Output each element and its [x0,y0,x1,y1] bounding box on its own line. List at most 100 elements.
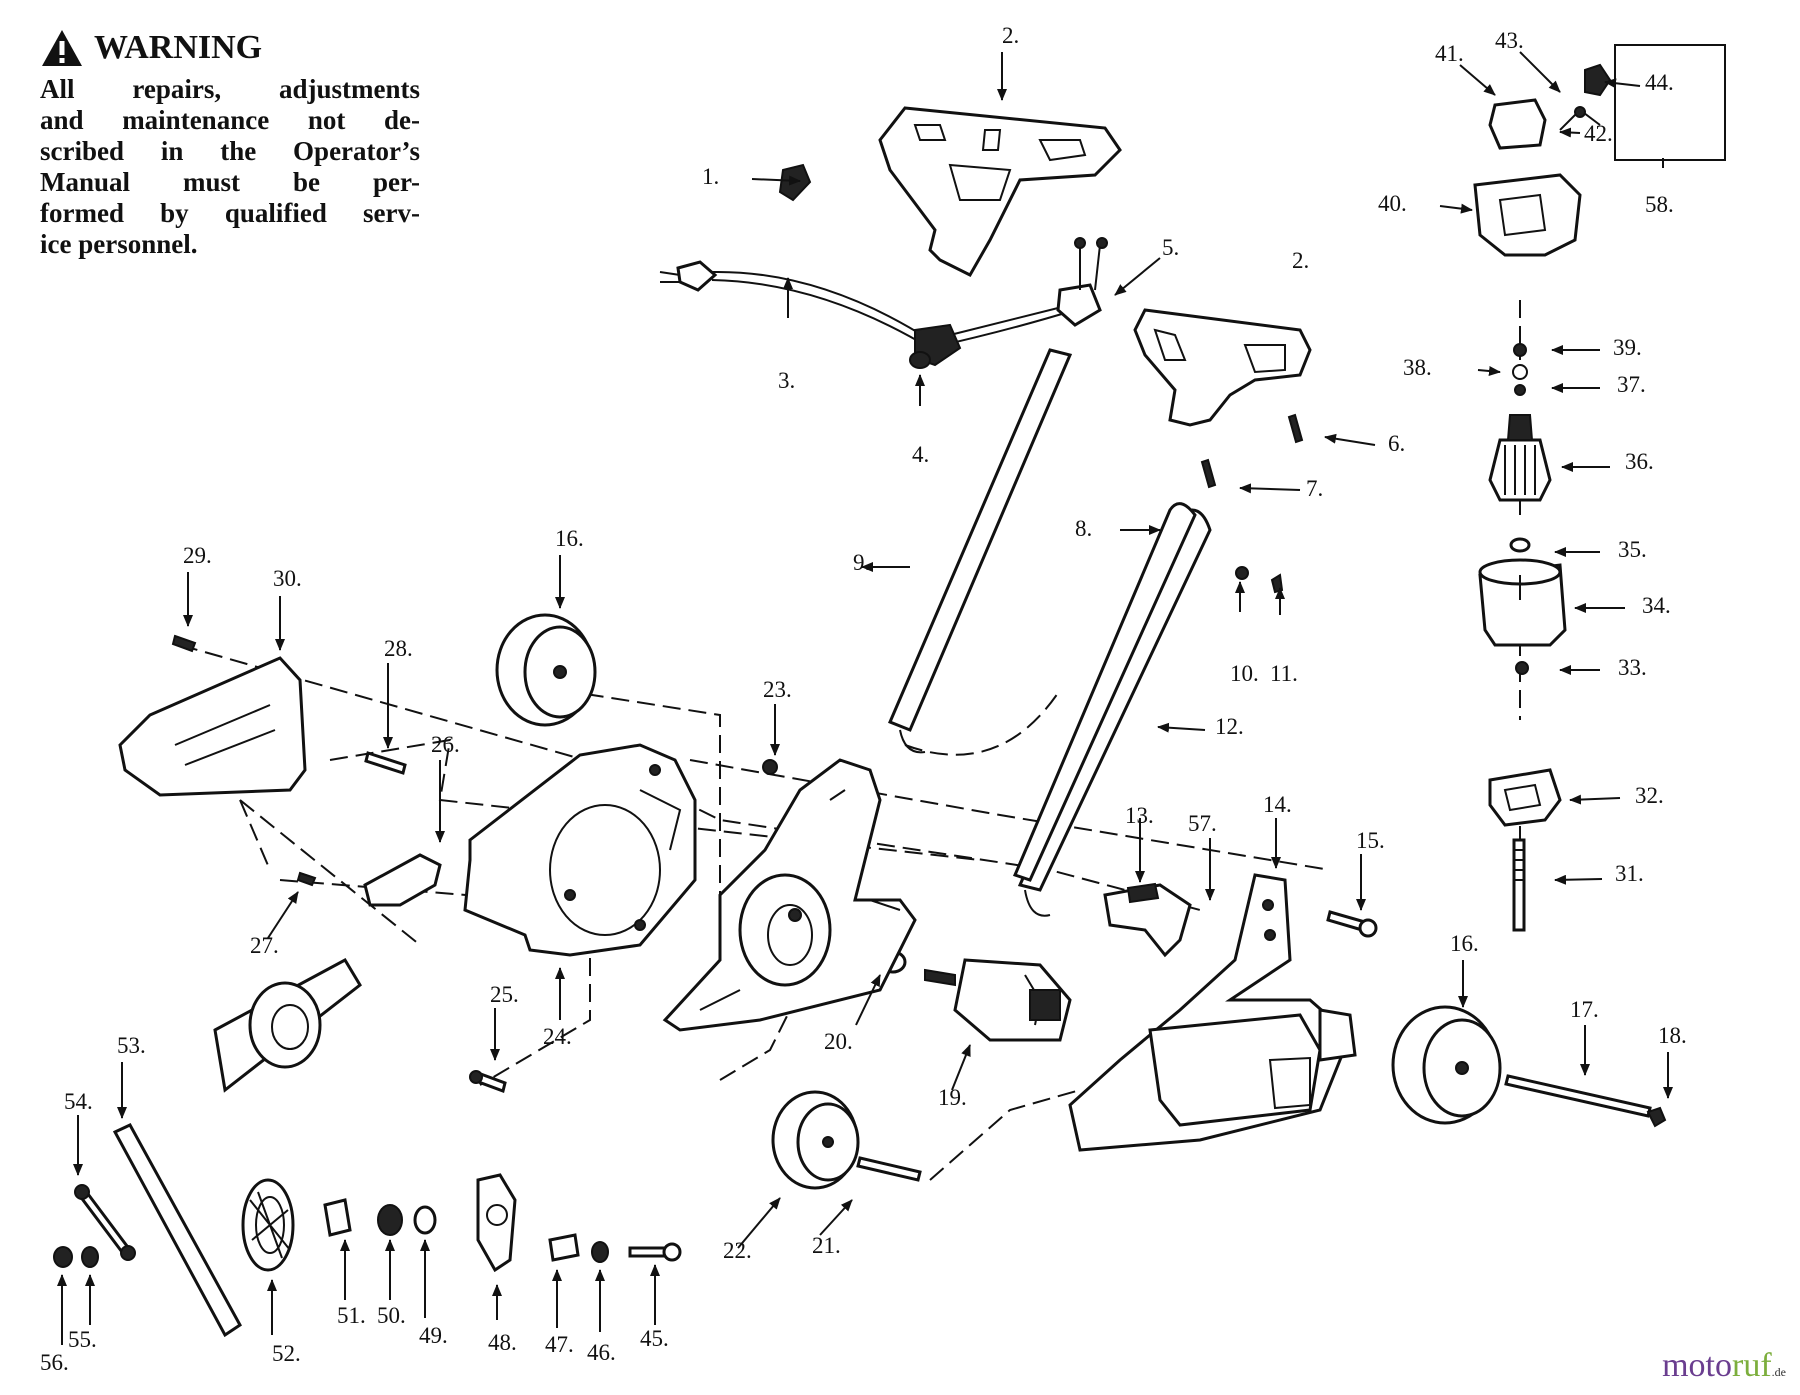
warning-title: WARNING [94,29,263,66]
part-number-label: 28. [384,636,413,661]
part-number-label: 58. [1645,192,1674,217]
part-screw-7 [1200,458,1217,489]
part-screw-27 [296,871,317,887]
part-washer-46 [591,1241,609,1263]
leader-arrow [1554,874,1603,885]
part-number-label: 7. [1306,476,1323,501]
part-number-label: 5. [1162,235,1179,260]
part-screw-6 [1287,413,1304,444]
leader-arrow [1477,366,1501,376]
part-fan-52 [241,1178,295,1272]
part-number-label: 55. [68,1327,97,1352]
part-number-label: 52. [272,1341,301,1366]
leader-arrow [751,175,801,186]
part-number-label: 43. [1495,28,1524,53]
part-number-label: 50. [377,1303,406,1328]
warning-line: All repairs, adjustments [40,74,420,104]
leader-arrow [1439,203,1473,214]
part-bearing-50 [377,1204,403,1236]
part-bracket-26 [363,853,442,907]
part-number-label: 4. [912,442,929,467]
part-number-label: 3. [778,368,795,393]
part-number-label: 10. [1230,661,1259,686]
part-power-cord [659,260,1076,350]
part-number-label: 18. [1658,1023,1687,1048]
part-number-label: 38. [1403,355,1432,380]
part-brush-holder-43 [1584,63,1612,97]
part-wheel-rear [1391,1005,1502,1125]
watermark-part-b: ruf [1732,1347,1772,1384]
part-bolt-15 [1326,910,1378,938]
part-number-label: 23. [763,677,792,702]
part-number-label: 2. [1002,23,1019,48]
leader-arrow [1604,78,1641,89]
part-motor [924,958,1072,1042]
part-number-label: 37. [1617,372,1646,397]
part-number-label: 56. [40,1350,69,1375]
watermark-part-a: moto [1662,1347,1733,1384]
part-number-label: 35. [1618,537,1647,562]
part-washer-39 [1513,343,1527,357]
warning-line: ice personnel. [40,229,198,259]
part-plate-48 [476,1173,517,1273]
part-number-label: 53. [117,1033,146,1058]
part-number-label: 17. [1570,997,1599,1022]
part-number-label: 6. [1388,431,1405,456]
part-washer-37 [1514,384,1526,396]
part-number-label: 54. [64,1089,93,1114]
part-number-label: 30. [273,566,302,591]
leader-arrow [819,1199,853,1236]
part-nut-18 [1646,1106,1667,1128]
part-handle-grip-upper [878,106,1122,277]
part-number-label: 20. [824,1029,853,1054]
part-blade-housing [463,743,697,957]
part-washer-35 [1509,537,1531,553]
leader-arrow [1459,64,1496,96]
part-center-frame [662,758,917,1032]
part-number-label: 49. [419,1323,448,1348]
part-axle-17 [1504,1074,1652,1118]
part-number-label: 25. [490,982,519,1007]
leader-arrow [1559,127,1581,138]
part-number-labels: 1.2.2.3.4.5.6.7.8.9.10.11.12.13.14.15.16… [40,23,1687,1375]
part-number-label: 2. [1292,248,1309,273]
leader-arrow [1239,483,1301,494]
part-number-label: 29. [183,543,212,568]
part-blade-53 [112,1123,242,1338]
part-number-label: 11. [1270,661,1298,686]
leader-arrow [1519,51,1561,93]
part-wheel-front [495,613,597,727]
part-number-label: 34. [1642,593,1671,618]
part-nut-56 [53,1246,73,1268]
part-number-label: 9. [853,550,870,575]
part-stator-34 [1478,558,1567,647]
part-number-label: 42. [1584,121,1613,146]
part-number-label: 39. [1613,335,1642,360]
part-number-label: 48. [488,1330,517,1355]
watermark-part-c: .de [1771,1365,1786,1379]
part-number-label: 22. [723,1238,752,1263]
part-number-label: 12. [1215,714,1244,739]
part-number-label: 14. [1263,792,1292,817]
part-wheel-small [771,1090,860,1190]
part-spacer-51 [323,1198,352,1237]
warning-box: WARNING All repairs, adjustments and mai… [40,28,420,260]
warning-heading: WARNING [40,28,420,68]
warning-triangle-icon [42,30,82,66]
warning-text: All repairs, adjustments and maintenance… [40,74,420,260]
part-number-label: 13. [1125,803,1154,828]
leader-arrow [267,891,299,939]
leader-arrows [57,51,1673,1345]
part-number-label: 32. [1635,783,1664,808]
part-handle-tube-upper [888,348,1073,754]
leader-arrow [1569,794,1621,805]
part-group-58-bracket [1614,44,1726,161]
part-number-label: 27. [250,933,279,958]
part-number-label: 41. [1435,41,1464,66]
part-handle-grip-lower [1133,308,1312,427]
part-handle-tube-lower [1012,502,1212,917]
part-number-label: 24. [543,1024,572,1049]
part-number-label: 21. [812,1233,841,1258]
part-brush-42 [1559,106,1601,131]
